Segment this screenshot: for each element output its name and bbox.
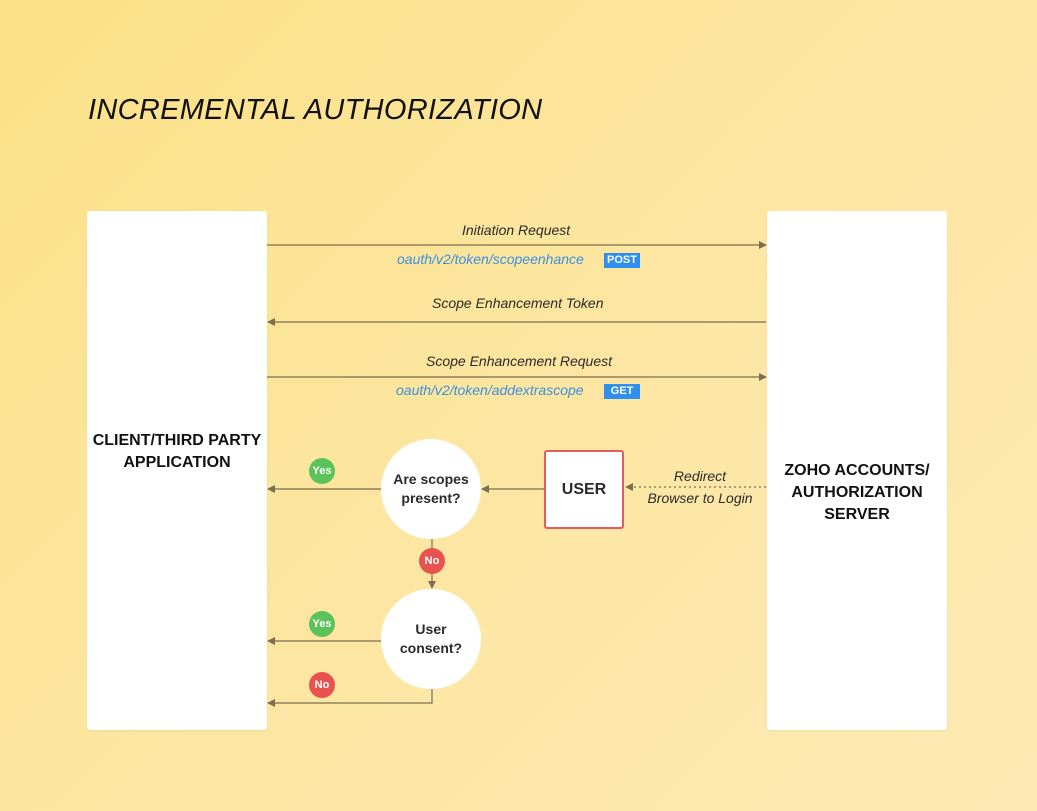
scope-enhancement-token-label: Scope Enhancement Token [432, 295, 604, 311]
scopes-no-badge: No [419, 548, 445, 574]
authorization-server-panel: ZOHO ACCOUNTS/ AUTHORIZATION SERVER [767, 211, 947, 730]
scopes-decision-line-1: Are scopes [393, 471, 469, 487]
scopes-yes-badge: Yes [309, 458, 335, 484]
initiation-request-label: Initiation Request [462, 222, 571, 238]
redirect-line-1: Redirect [673, 468, 727, 484]
consent-yes-badge: Yes [309, 611, 335, 637]
diagram-title: INCREMENTAL AUTHORIZATION [88, 94, 543, 126]
user-box: USER [544, 450, 624, 529]
scope-enhancement-request-label: Scope Enhancement Request [426, 353, 613, 369]
user-label: USER [561, 480, 607, 498]
server-label: ZOHO ACCOUNTS/ AUTHORIZATION SERVER [784, 461, 930, 523]
scope-enhancement-url: oauth/v2/token/addextrascope [396, 382, 584, 398]
consent-decision-line-2: consent? [399, 640, 463, 656]
redirect-line-2: Browser to Login [647, 490, 753, 506]
scopes-present-decision: Are scopes present? [381, 439, 481, 539]
consent-no-arrow [267, 689, 433, 707]
consent-no-badge: No [309, 672, 335, 698]
get-method-badge: GET [604, 384, 640, 399]
scopes-decision-line-2: present? [401, 490, 461, 506]
post-method-badge: POST [604, 253, 640, 268]
redirect-label: Redirect Browser to Login [646, 465, 754, 509]
user-consent-decision: User consent? [381, 589, 481, 689]
client-application-panel: CLIENT/THIRD PARTY APPLICATION [87, 211, 267, 730]
client-label: CLIENT/THIRD PARTY APPLICATION [92, 431, 262, 471]
initiation-request-url: oauth/v2/token/scopeenhance [397, 251, 584, 267]
consent-decision-line-1: User [415, 621, 447, 637]
